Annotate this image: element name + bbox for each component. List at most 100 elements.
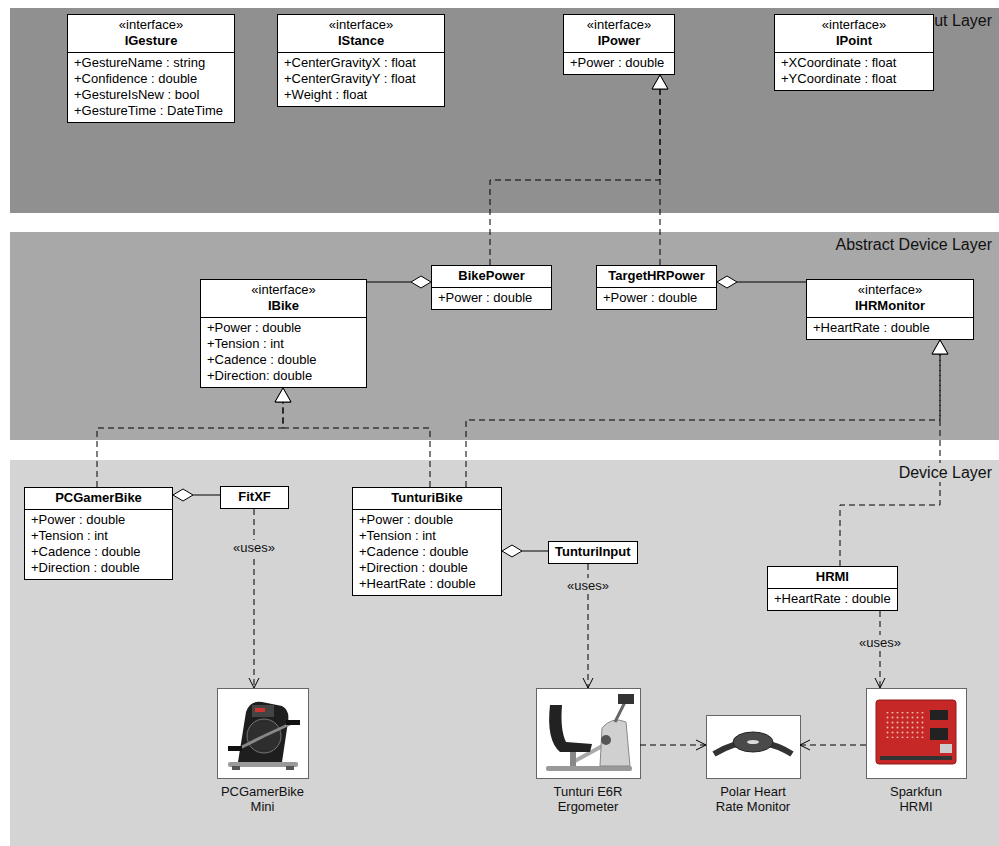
connector xyxy=(875,611,885,688)
class-header: «interface»IHRMonitor xyxy=(807,280,973,318)
device-picture: Polar Heart Rate Monitor xyxy=(706,715,800,814)
edge-label: «uses» xyxy=(565,578,611,593)
attribute-text: +Direction : double xyxy=(31,560,166,576)
connector xyxy=(367,276,431,288)
device-picture: PCGamerBike Mini xyxy=(217,688,308,814)
stereotype: «interface» xyxy=(284,17,438,33)
class-box: PCGamerBike+Power : double+Tension : int… xyxy=(24,487,173,580)
class-name: TargetHRPower xyxy=(603,268,710,284)
class-name: TunturiBike xyxy=(359,490,495,506)
connector xyxy=(502,545,548,557)
device-caption: Polar Heart Rate Monitor xyxy=(708,784,798,814)
attribute-text: +Direction : double xyxy=(359,560,495,576)
connector xyxy=(275,388,430,487)
class-header: «interface»IGesture xyxy=(68,15,234,53)
class-header: «interface»IPoint xyxy=(775,15,933,53)
class-header: PCGamerBike xyxy=(25,488,172,510)
edge-label-holder: «uses» xyxy=(857,633,903,651)
class-box: «interface»IBike +Power : double+Tension … xyxy=(200,279,367,388)
class-attributes: +Power : double+Tension : int+Cadence : … xyxy=(25,510,172,579)
caption-holder: Tunturi E6R Ergometer xyxy=(536,784,640,814)
attribute-text: +Confidence : double xyxy=(74,71,228,87)
realization-head xyxy=(275,388,291,402)
class-attributes: +HeartRate : double xyxy=(768,589,897,610)
class-box: TunturiInput xyxy=(548,541,638,564)
class-box: «interface»IPoint+XCoordinate : float+YC… xyxy=(774,14,934,91)
connector xyxy=(640,740,706,750)
attribute-text: +CenterGravityX : float xyxy=(284,55,438,71)
attribute-text: +Weight : float xyxy=(284,87,438,103)
class-attributes: +GestureName : string+Confidence : doubl… xyxy=(68,53,234,122)
attribute-text: +GestureIsNew : bool xyxy=(74,87,228,103)
layer-label-holder: Abstract Device Layer xyxy=(832,235,995,254)
sparkfun-board-picture xyxy=(867,689,967,779)
connector xyxy=(717,276,806,288)
class-name: IHRMonitor xyxy=(813,298,967,314)
class-attributes: +CenterGravityX : float+CenterGravityY :… xyxy=(278,53,444,106)
stereotype: «interface» xyxy=(207,282,360,298)
dashed-connector xyxy=(800,745,866,746)
class-attributes: +HeartRate : double xyxy=(807,318,973,339)
class-attributes: +Power : double+Tension : int+Cadence : … xyxy=(201,318,366,387)
device-picture: Sparkfun HRMI xyxy=(866,688,966,814)
realization-head xyxy=(932,340,948,354)
picture-area xyxy=(217,688,308,778)
class-header: BikePower xyxy=(432,266,551,288)
connector xyxy=(583,564,593,688)
dashed-connector xyxy=(880,611,881,688)
realization-head xyxy=(652,75,668,89)
attribute-text: +Tension : int xyxy=(207,336,360,352)
class-header: FitXF xyxy=(221,487,288,508)
connector xyxy=(173,489,220,501)
class-name: IGesture xyxy=(74,33,228,49)
edge-label: «uses» xyxy=(857,635,903,650)
attribute-text: +GestureTime : DateTime xyxy=(74,103,228,119)
dependency-arrowhead xyxy=(583,678,593,688)
dashed-connector xyxy=(283,402,430,487)
connector xyxy=(249,509,259,688)
device-caption: Tunturi E6R Ergometer xyxy=(536,784,640,814)
dashed-connector xyxy=(490,89,660,265)
stereotype: «interface» xyxy=(781,17,927,33)
dashed-connector xyxy=(840,354,940,566)
class-attributes: +XCoordinate : float+YCoordinate : float xyxy=(775,53,933,90)
dashed-connector xyxy=(466,354,940,487)
aggregation-diamond xyxy=(717,276,737,288)
attribute-text: +Power : double xyxy=(438,290,545,306)
class-name: TunturiInput xyxy=(555,544,631,560)
dependency-arrowhead xyxy=(800,740,810,750)
attribute-text: +CenterGravityY : float xyxy=(284,71,438,87)
stereotype: «interface» xyxy=(74,17,228,33)
class-box: TunturiBike+Power : double+Tension : int… xyxy=(352,487,502,596)
class-box: FitXF xyxy=(220,486,289,509)
device-caption: Sparkfun HRMI xyxy=(881,784,951,814)
pcgamerbike-picture xyxy=(218,689,309,779)
class-box: «interface»IGesture+GestureName : string… xyxy=(67,14,235,123)
connector xyxy=(652,75,668,265)
class-name: IBike xyxy=(207,298,360,314)
class-header: «interface»IStance xyxy=(278,15,444,53)
solid-connector xyxy=(367,282,411,283)
attribute-text: +HeartRate : double xyxy=(813,320,967,336)
class-header: TunturiInput xyxy=(549,542,637,563)
picture-area xyxy=(866,688,966,778)
layer-label-holder: Device Layer xyxy=(896,463,995,482)
class-attributes: +Power : double xyxy=(564,53,674,74)
attribute-text: +Power : double xyxy=(207,320,360,336)
class-name: IPoint xyxy=(781,33,927,49)
realization-head xyxy=(275,388,291,402)
picture-area xyxy=(706,715,800,778)
layer-band: Abstract Device Layer «interface»IBike +Po… xyxy=(10,232,999,440)
device-picture: Tunturi E6R Ergometer xyxy=(536,688,640,814)
dashed-connector xyxy=(640,745,706,746)
attribute-text: +Tension : int xyxy=(31,528,166,544)
aggregation-diamond xyxy=(173,489,193,501)
dashed-connector xyxy=(254,509,255,688)
layer-label: Abstract Device Layer xyxy=(832,235,995,254)
attribute-text: +Power : double xyxy=(359,512,495,528)
connector xyxy=(800,740,866,750)
layer-band: Device LayerPCGamerBike+Power : double+T… xyxy=(10,460,999,846)
dashed-connector xyxy=(588,564,589,688)
